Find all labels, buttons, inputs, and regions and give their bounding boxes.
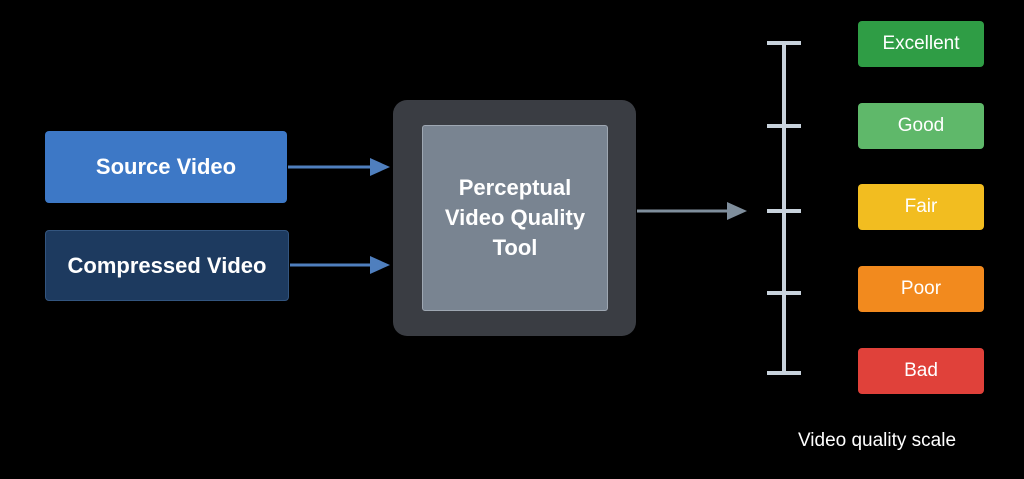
scale-level-poor: Poor bbox=[858, 266, 984, 312]
source-video-label: Source Video bbox=[95, 154, 237, 179]
quality-tool-label: Perceptual Video Quality Tool bbox=[444, 175, 586, 260]
compressed-to-tool-arrow bbox=[290, 256, 390, 274]
scale-level-fair: Fair bbox=[858, 184, 984, 230]
source-to-tool-arrow bbox=[288, 158, 390, 176]
scale-level-label: Excellent bbox=[882, 33, 960, 54]
scale-level-bad: Bad bbox=[858, 348, 984, 394]
scale-level-good: Good bbox=[858, 103, 984, 149]
scale-level-label: Bad bbox=[904, 360, 938, 381]
compressed-video-label: Compressed Video bbox=[67, 252, 267, 278]
quality-scale-axis bbox=[767, 41, 801, 375]
quality-tool-box: Perceptual Video Quality Tool bbox=[422, 125, 608, 311]
scale-level-label: Good bbox=[897, 115, 945, 136]
scale-caption: Video quality scale bbox=[797, 430, 957, 451]
tool-to-scale-arrow bbox=[637, 202, 747, 220]
source-video-box: Source Video bbox=[45, 131, 287, 203]
scale-level-label: Poor bbox=[900, 278, 942, 299]
compressed-video-box: Compressed Video bbox=[45, 230, 289, 301]
scale-level-label: Fair bbox=[904, 196, 938, 217]
scale-level-excellent: Excellent bbox=[858, 21, 984, 67]
